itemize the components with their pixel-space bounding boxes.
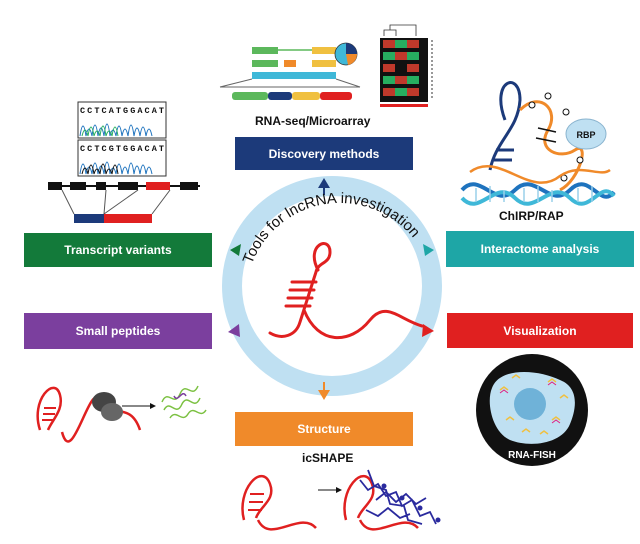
small-peptides-box[interactable]: Small peptides bbox=[24, 313, 212, 349]
structure-box[interactable]: Structure bbox=[235, 412, 413, 446]
rna-fish-icon bbox=[476, 354, 588, 466]
arrow-to-visualization bbox=[422, 324, 434, 337]
peptide-icon bbox=[161, 385, 207, 419]
arrow-to-transcript bbox=[230, 244, 241, 256]
chromatogram-icon bbox=[77, 101, 167, 177]
rna-fish-label: RNA-FISH bbox=[508, 450, 556, 461]
pie-chart-icon bbox=[334, 42, 358, 66]
gene-structure-icon bbox=[219, 47, 361, 100]
interactome-analysis-box[interactable]: Interactome analysis bbox=[446, 231, 634, 267]
heatmap-icon bbox=[380, 24, 433, 107]
icshape-caption: icSHAPE bbox=[302, 451, 354, 465]
central-ring bbox=[222, 176, 442, 396]
interactome-icon bbox=[460, 81, 616, 206]
ribosome-translation-icon bbox=[36, 386, 156, 443]
arrow-to-peptides bbox=[228, 324, 240, 337]
arrow-to-interactome bbox=[423, 244, 434, 256]
visualization-box[interactable]: Visualization bbox=[447, 313, 633, 348]
transcript-variants-box[interactable]: Transcript variants bbox=[24, 233, 212, 267]
splice-variants-icon bbox=[48, 182, 200, 223]
discovery-methods-box[interactable]: Discovery methods bbox=[235, 137, 413, 170]
rna-structure-icon bbox=[241, 469, 441, 531]
arrow-to-structure bbox=[318, 382, 330, 400]
central-lncrna-icon bbox=[268, 242, 424, 340]
arrow-to-discovery bbox=[318, 178, 330, 195]
chirp-caption: ChIRP/RAP bbox=[499, 209, 564, 223]
rnaseq-caption: RNA-seq/Microarray bbox=[255, 114, 371, 128]
rbp-label: RBP bbox=[576, 130, 595, 140]
